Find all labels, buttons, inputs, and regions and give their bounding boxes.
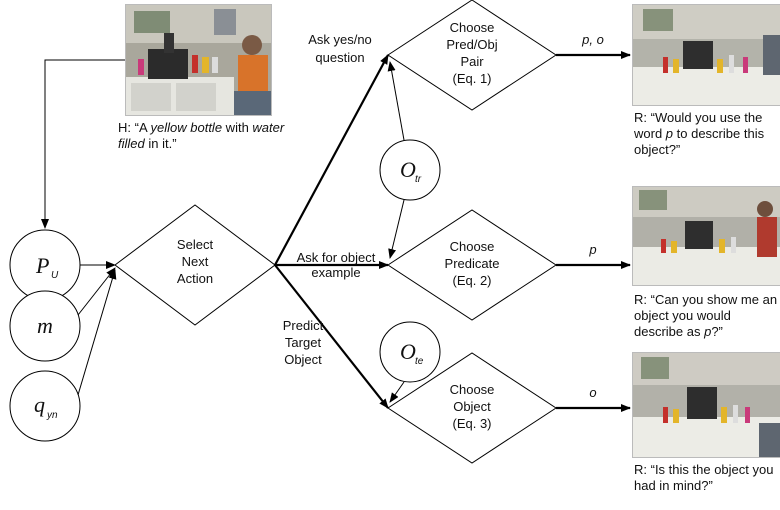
lab-photo-robot-3 [632,352,780,458]
robot-question-1: R: “Would you use the word p to describe… [634,110,765,157]
yes-no-label-line-2: question [315,50,364,65]
pred-obj-line-3: Pair [460,54,484,69]
object-example-label-line-2: example [311,265,360,280]
m-to-select-edge [77,267,116,316]
qyn-to-select-edge [77,269,117,396]
ote-node [379,321,441,383]
otr-to-pred-obj-edge [387,61,405,141]
predicate-line-3: (Eq. 2) [452,273,491,288]
m-node-letter: m [37,313,53,338]
pu-node-letter: P [35,253,49,278]
m-node [9,290,81,362]
qyn-node [9,370,81,442]
object-line-2: Object [453,399,491,414]
human-to-pu-edge [41,59,125,229]
predicate-output-label: p [588,242,596,257]
yes-no-branch-edge [274,54,389,266]
otr-to-predicate-edge [388,199,405,259]
predict-label-line-1: Predict [283,318,324,333]
predict-branch-edge [274,264,389,409]
pred-obj-line-1: Choose [450,20,495,35]
predict-label-line-2: Target [285,335,322,350]
select-action-line-1: Select [177,237,214,252]
qyn-node-sub: yn [46,410,58,421]
predicate-line-1: Choose [450,239,495,254]
predict-label-line-3: Object [284,352,322,367]
select-action-line-3: Action [177,271,213,286]
human-utterance: H: “A yellow bottle with water filled in… [118,120,285,151]
otr-node [379,139,441,201]
otr-node-letter: O [400,157,416,182]
object-example-label-line-1: Ask for object [297,250,376,265]
lab-photo-human [125,4,272,116]
otr-node-sub: tr [415,174,422,185]
ote-node-letter: O [400,339,416,364]
pred-obj-output-label: p, o [581,32,604,47]
robot-question-3: R: “Is this the object you had in mind?” [634,462,774,493]
qyn-node-letter: q [34,392,45,417]
ote-node-sub: te [415,356,424,367]
lab-photo-robot-1 [632,4,780,106]
pu-node-sub: U [51,270,59,281]
select-action-line-2: Next [182,254,209,269]
yes-no-label-line-1: Ask yes/no [308,32,372,47]
robot-question-2: R: “Can you show me an object you would … [634,292,778,339]
ote-to-object-edge [389,381,405,403]
object-line-1: Choose [450,382,495,397]
pred-obj-line-2: Pred/Obj [446,37,497,52]
predicate-line-2: Predicate [445,256,500,271]
object-line-3: (Eq. 3) [452,416,491,431]
lab-photo-robot-2 [632,186,780,286]
pred-obj-line-4: (Eq. 1) [452,71,491,86]
object-output-label: o [589,385,596,400]
